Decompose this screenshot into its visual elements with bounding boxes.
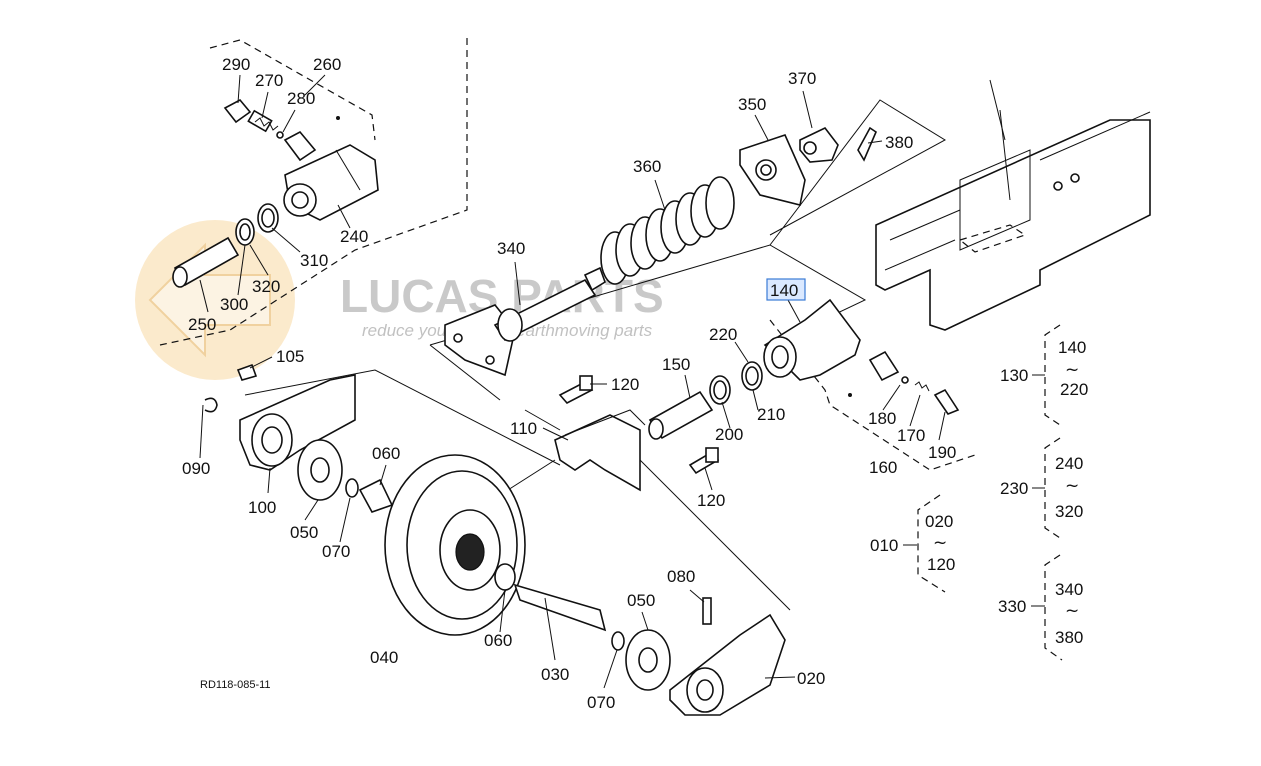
range-010-from: 020 [925,512,953,531]
label-140[interactable]: 140 [770,281,798,300]
label-290[interactable]: 290 [222,55,250,74]
label-310[interactable]: 310 [300,251,328,270]
label-210[interactable]: 210 [757,405,785,424]
drawing-code: RD118-085-11 [200,679,271,691]
range-group-230: 230 240 ~ 320 [1000,437,1083,539]
label-350[interactable]: 350 [738,95,766,114]
label-050-right[interactable]: 050 [627,591,655,610]
range-230-from: 240 [1055,454,1083,473]
label-340[interactable]: 340 [497,239,525,258]
label-105[interactable]: 105 [276,347,304,366]
label-180[interactable]: 180 [868,409,896,428]
range-group-130: 130 140 ~ 220 [1000,324,1088,426]
label-090[interactable]: 090 [182,459,210,478]
label-100[interactable]: 100 [248,498,276,517]
recoil-spring-assembly [429,99,946,401]
idler-assembly [204,363,786,716]
range-330-from: 340 [1055,580,1083,599]
range-330-to: 380 [1055,628,1083,647]
label-380[interactable]: 380 [885,133,913,152]
label-190[interactable]: 190 [928,443,956,462]
label-120-lower[interactable]: 120 [697,491,725,510]
label-150[interactable]: 150 [662,355,690,374]
label-170[interactable]: 170 [897,426,925,445]
range-130-symbol: ~ [1065,360,1079,380]
range-230-to: 320 [1055,502,1083,521]
label-070-right[interactable]: 070 [587,693,615,712]
label-270[interactable]: 270 [255,71,283,90]
label-040[interactable]: 040 [370,648,398,667]
label-060-left[interactable]: 060 [372,444,400,463]
label-030[interactable]: 030 [541,665,569,684]
label-220[interactable]: 220 [709,325,737,344]
label-110[interactable]: 110 [510,419,537,438]
label-370[interactable]: 370 [788,69,816,88]
range-230-symbol: ~ [1065,476,1079,496]
label-300[interactable]: 300 [220,295,248,314]
track-frame [875,79,1151,331]
label-070-left[interactable]: 070 [322,542,350,561]
recoil-spring [600,176,735,285]
range-010-to: 120 [927,555,955,574]
leader-lines [199,74,946,689]
range-group-330: 330 340 ~ 380 [998,554,1083,661]
label-260[interactable]: 260 [313,55,341,74]
label-060-right[interactable]: 060 [484,631,512,650]
label-250[interactable]: 250 [188,315,216,334]
label-020[interactable]: 020 [797,669,825,688]
label-200[interactable]: 200 [715,425,743,444]
label-120-upper[interactable]: 120 [611,375,639,394]
label-280[interactable]: 280 [287,89,315,108]
group-ranges: 130 140 ~ 220 230 240 ~ 320 010 020 ~ 12… [870,324,1088,661]
grease-cylinder-assembly [172,98,379,288]
range-010-symbol: ~ [933,533,947,553]
yoke-assembly [336,116,960,611]
range-130-id[interactable]: 130 [1000,366,1028,385]
range-230-id[interactable]: 230 [1000,479,1028,498]
range-330-id[interactable]: 330 [998,597,1026,616]
label-240[interactable]: 240 [340,227,368,246]
group-230-boundary [159,38,468,346]
highlight-box-140 [766,278,806,301]
part-labels: 290 270 260 280 240 310 320 300 250 105 … [182,55,956,712]
range-130-to: 220 [1060,380,1088,399]
label-050-left[interactable]: 050 [290,523,318,542]
range-group-010: 010 020 ~ 120 [870,494,955,593]
label-080[interactable]: 080 [667,567,695,586]
watermark-logo-circle [135,220,295,380]
label-360[interactable]: 360 [633,157,661,176]
range-330-symbol: ~ [1065,601,1079,621]
range-130-from: 140 [1058,338,1086,357]
label-320[interactable]: 320 [252,277,280,296]
label-160[interactable]: 160 [869,458,897,477]
range-010-id[interactable]: 010 [870,536,898,555]
